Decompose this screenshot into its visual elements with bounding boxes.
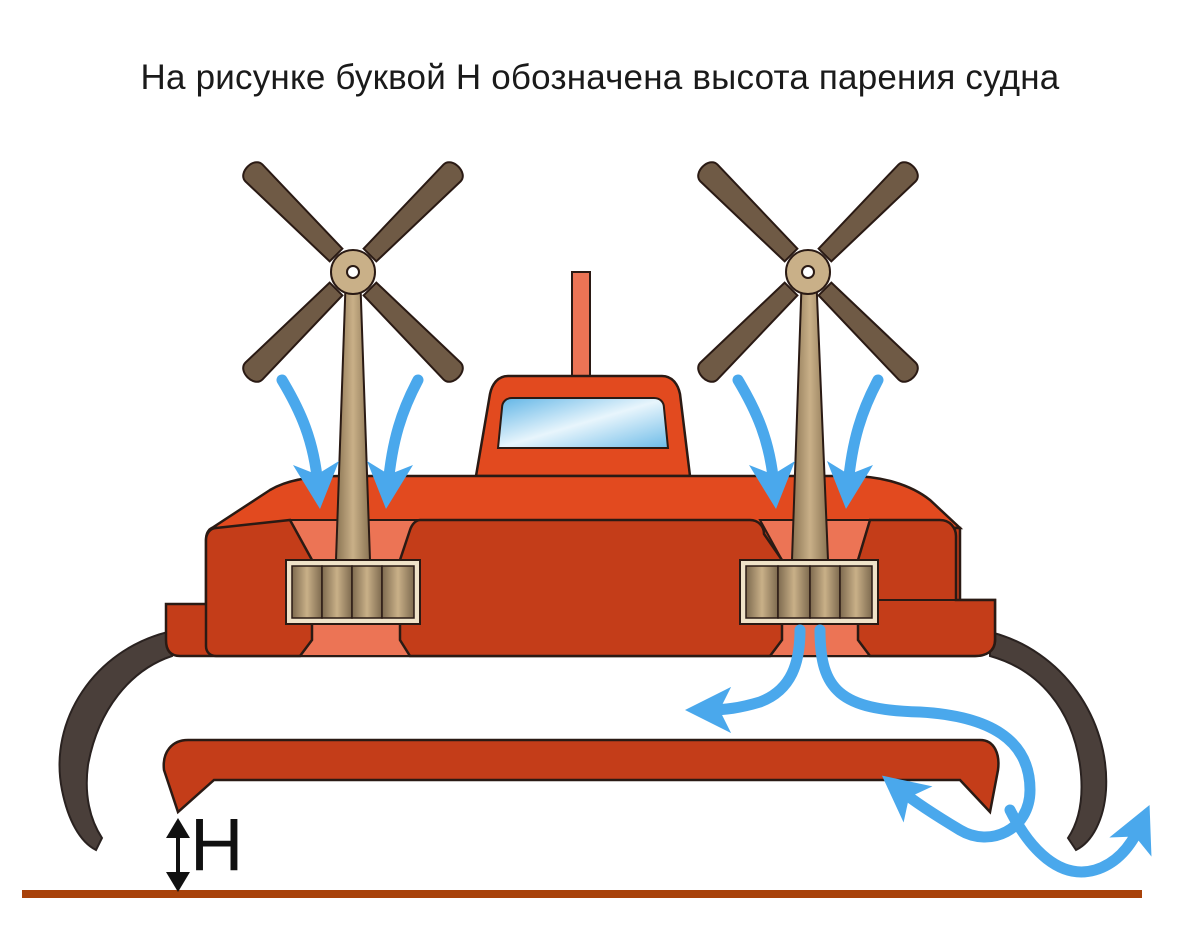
mast-right bbox=[790, 271, 830, 561]
airflow-cushion bbox=[684, 624, 1152, 878]
airflow-arrow bbox=[814, 624, 1036, 843]
airflow-arrow bbox=[826, 374, 884, 510]
cabin-window bbox=[496, 397, 670, 449]
fan-box-right bbox=[739, 559, 879, 625]
propeller-right bbox=[697, 161, 919, 383]
diagram-caption: На рисунке буквой Н обозначена высота па… bbox=[140, 58, 1060, 97]
height-indicator bbox=[166, 818, 190, 892]
fan-box-left bbox=[285, 559, 421, 625]
cabin-mast bbox=[571, 271, 591, 381]
airflow-intake bbox=[276, 374, 884, 510]
propeller-left bbox=[242, 161, 464, 383]
airflow-arrow bbox=[732, 374, 796, 510]
cushion-plate bbox=[162, 738, 1000, 815]
airflow-arrow bbox=[684, 624, 806, 734]
ground-line bbox=[22, 890, 1142, 898]
hull-panel-right bbox=[856, 518, 997, 658]
height-label: Н bbox=[190, 803, 244, 886]
mast-left bbox=[334, 271, 372, 561]
airflow-arrow bbox=[366, 374, 424, 510]
skirt-left bbox=[58, 630, 174, 852]
skirt-right bbox=[989, 630, 1108, 852]
airflow-arrow bbox=[276, 374, 340, 510]
airflow-arrow bbox=[1004, 804, 1152, 878]
hull-panel-center bbox=[398, 518, 784, 658]
